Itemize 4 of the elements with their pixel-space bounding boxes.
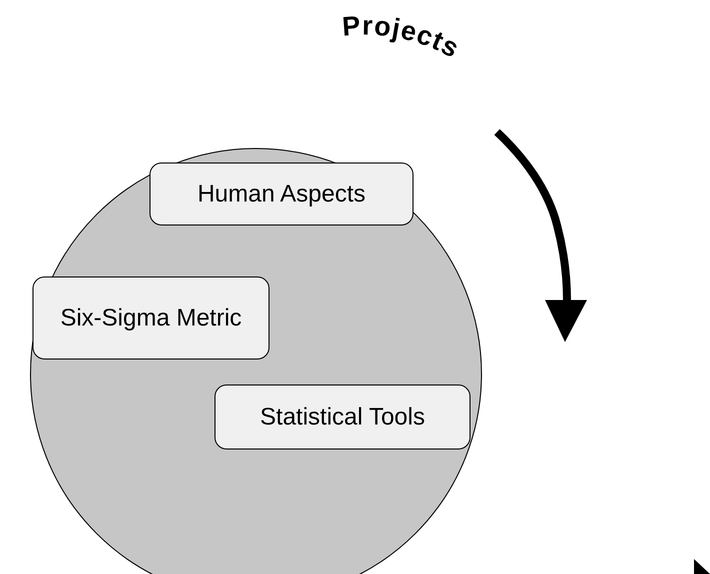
rounded-box: Statistical Tools [214,384,470,450]
rounded-box: Six-Sigma Metric [32,276,270,360]
rounded-box: Human Aspects [150,162,414,226]
curved-label: Projects [341,10,465,64]
